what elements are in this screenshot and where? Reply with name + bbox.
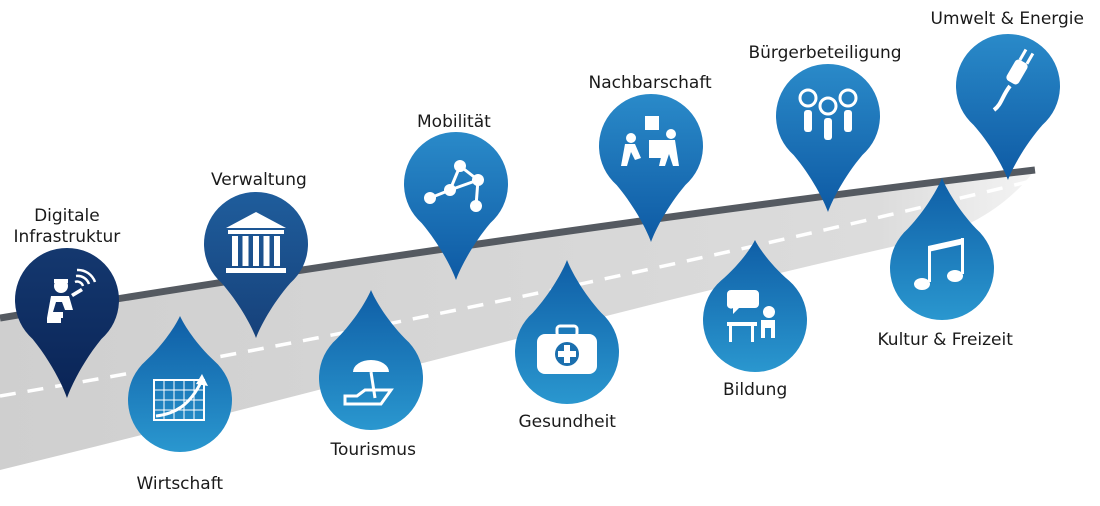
marker-nachbarschaft[interactable]	[599, 94, 704, 243]
label-nachbarschaft: Nachbarschaft	[589, 73, 712, 94]
first-aid-kit-icon	[537, 324, 597, 374]
label-wirtschaft: Wirtschaft	[137, 474, 224, 495]
label-line: Bildung	[723, 380, 788, 400]
marker-wirtschaft[interactable]	[128, 316, 232, 452]
label-tourismus: Tourismus	[331, 440, 416, 461]
label-line: Digitale	[34, 206, 100, 226]
network-nodes-icon	[424, 160, 484, 212]
label-line: Nachbarschaft	[588, 73, 712, 93]
music-note-icon	[914, 238, 964, 290]
label-line: Umwelt & Energie	[930, 9, 1084, 29]
label-kultur-freizeit: Kultur & Freizeit	[878, 330, 1013, 351]
road-surface	[0, 170, 1035, 470]
marker-digitale-infrastruktur[interactable]	[14, 248, 120, 398]
label-line: Verwaltung	[211, 170, 307, 190]
marker-gesundheit[interactable]	[515, 260, 620, 404]
marker-mobilitaet[interactable]	[404, 132, 508, 280]
label-line: Gesundheit	[518, 412, 616, 432]
label-gesundheit: Gesundheit	[519, 412, 616, 433]
label-line: Tourismus	[330, 440, 416, 460]
label-umwelt-energie: Umwelt & Energie	[931, 9, 1084, 30]
label-mobilitaet: Mobilität	[417, 112, 491, 133]
marker-pin	[404, 132, 508, 280]
marker-buergerbeteiligung[interactable]	[776, 64, 880, 212]
marker-tourismus[interactable]	[319, 290, 423, 430]
markers	[14, 33, 1060, 452]
marker-pin	[14, 248, 120, 398]
marker-verwaltung[interactable]	[204, 192, 308, 338]
participation-people-icon	[798, 88, 858, 140]
marker-pin	[599, 94, 704, 243]
marker-bildung[interactable]	[703, 240, 808, 372]
growth-chart-icon	[153, 374, 208, 421]
label-line: Infrastruktur	[13, 227, 121, 247]
building-columns-icon	[226, 212, 286, 273]
technician-wifi-icon	[47, 268, 97, 323]
label-bildung: Bildung	[723, 380, 787, 401]
marker-pin	[956, 33, 1060, 180]
label-line: Wirtschaft	[136, 474, 224, 494]
label-line: Mobilität	[417, 112, 491, 132]
beach-umbrella-icon	[343, 360, 394, 406]
marker-umwelt-energie[interactable]	[956, 33, 1060, 180]
label-buergerbeteiligung: Bürgerbeteiligung	[749, 43, 902, 64]
student-desk-icon	[726, 290, 775, 342]
power-plug-icon	[992, 48, 1035, 112]
people-helping-icon	[621, 116, 679, 166]
label-line: Bürgerbeteiligung	[748, 43, 902, 63]
road-edge	[0, 166, 1036, 322]
marker-kultur-freizeit[interactable]	[890, 178, 994, 320]
label-line: Kultur & Freizeit	[877, 330, 1013, 350]
label-verwaltung: Verwaltung	[211, 170, 307, 191]
